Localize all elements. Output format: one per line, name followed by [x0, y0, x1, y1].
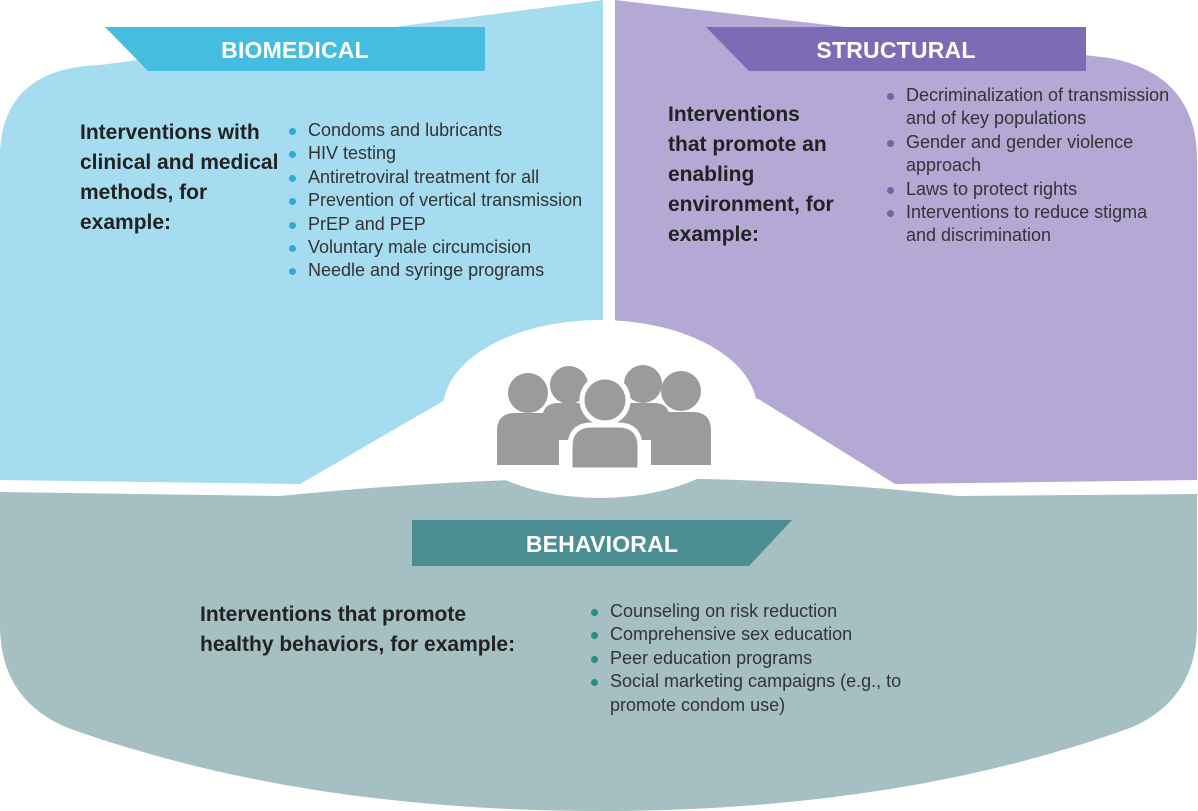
structural-list: Decriminalization of transmission and of…: [886, 84, 1176, 248]
list-item: Condoms and lubricants: [288, 119, 588, 142]
list-item-text: Voluntary male circumcision: [308, 237, 532, 258]
list-item-text: Needle and syringe programs: [308, 260, 545, 281]
bullet-icon: [591, 679, 598, 687]
bullet-icon: [591, 609, 598, 616]
list-item: Laws to protect rights: [886, 178, 1176, 201]
list-item-text: Peer education programs: [610, 647, 813, 668]
bullet-icon: [591, 632, 598, 640]
list-item-text: Counseling on risk reduction: [610, 601, 838, 621]
list-item: Decriminalization of transmission and of…: [886, 84, 1176, 131]
person-body-4: [651, 412, 711, 465]
behavioral-title: BEHAVIORAL: [412, 520, 792, 566]
list-item-text: Interventions to reduce stigma and discr…: [906, 202, 1148, 246]
bullet-icon: [289, 268, 296, 276]
person-head-3: [624, 365, 662, 403]
biomedical-list: Condoms and lubricants HIV testing Antir…: [288, 119, 588, 283]
bullet-icon: [887, 210, 894, 218]
list-item: Peer education programs: [590, 647, 950, 670]
list-item: Comprehensive sex education: [590, 623, 950, 646]
list-item-text: PrEP and PEP: [308, 213, 426, 234]
list-item-text: HIV testing: [308, 143, 397, 164]
person-head-1: [508, 373, 548, 413]
bullet-icon: [289, 198, 296, 206]
bullet-icon: [887, 139, 894, 147]
list-item-text: Prevention of vertical transmission: [308, 190, 583, 211]
bullet-icon: [887, 186, 894, 194]
list-item: HIV testing: [288, 142, 588, 165]
list-item: Antiretroviral treatment for all: [288, 166, 588, 189]
list-item-text: Comprehensive sex education: [610, 624, 853, 645]
biomedical-panel: [0, 0, 603, 484]
list-item: Needle and syringe programs: [288, 259, 588, 282]
biomedical-lead: Interventions with clinical and medical …: [80, 121, 279, 234]
bullet-icon: [591, 655, 598, 663]
list-item: Interventions to reduce stigma and discr…: [886, 201, 1176, 248]
list-item: Gender and gender violence approach: [886, 131, 1176, 178]
bullet-icon: [289, 221, 296, 229]
structural-title: STRUCTURAL: [706, 27, 1086, 71]
person-body-center: [567, 422, 643, 473]
list-item: Voluntary male circumcision: [288, 236, 588, 259]
list-item: Prevention of vertical transmission: [288, 189, 588, 212]
list-item: Social marketing campaigns (e.g., to pro…: [590, 670, 950, 717]
person-head-2: [550, 366, 588, 404]
list-item: Counseling on risk reduction: [590, 600, 950, 623]
bullet-icon: [887, 93, 894, 100]
behavioral-panel: [0, 478, 1197, 811]
list-item-text: Decriminalization of transmission and of…: [906, 85, 1170, 129]
behavioral-list: Counseling on risk reduction Comprehensi…: [590, 600, 950, 717]
structural-panel: [615, 0, 1197, 484]
person-head-center: [579, 374, 631, 426]
people-group-icon: [497, 365, 711, 473]
bullet-icon: [289, 245, 296, 253]
behavioral-lead: Interventions that promote healthy behav…: [200, 603, 516, 656]
list-item: PrEP and PEP: [288, 213, 588, 236]
list-item-text: Condoms and lubricants: [308, 120, 503, 140]
list-item-text: Gender and gender violence approach: [906, 131, 1134, 176]
bullet-icon: [289, 151, 296, 159]
list-item-text: Antiretroviral treatment for all: [308, 166, 540, 187]
list-item-text: Social marketing campaigns (e.g., to pro…: [610, 671, 902, 715]
list-item-text: Laws to protect rights: [906, 178, 1078, 199]
bullet-icon: [289, 128, 296, 135]
bullet-icon: [289, 174, 296, 182]
biomedical-title: BIOMEDICAL: [105, 27, 485, 71]
structural-lead: Interventions that promote an enabling e…: [668, 103, 834, 246]
person-head-4: [661, 371, 701, 411]
